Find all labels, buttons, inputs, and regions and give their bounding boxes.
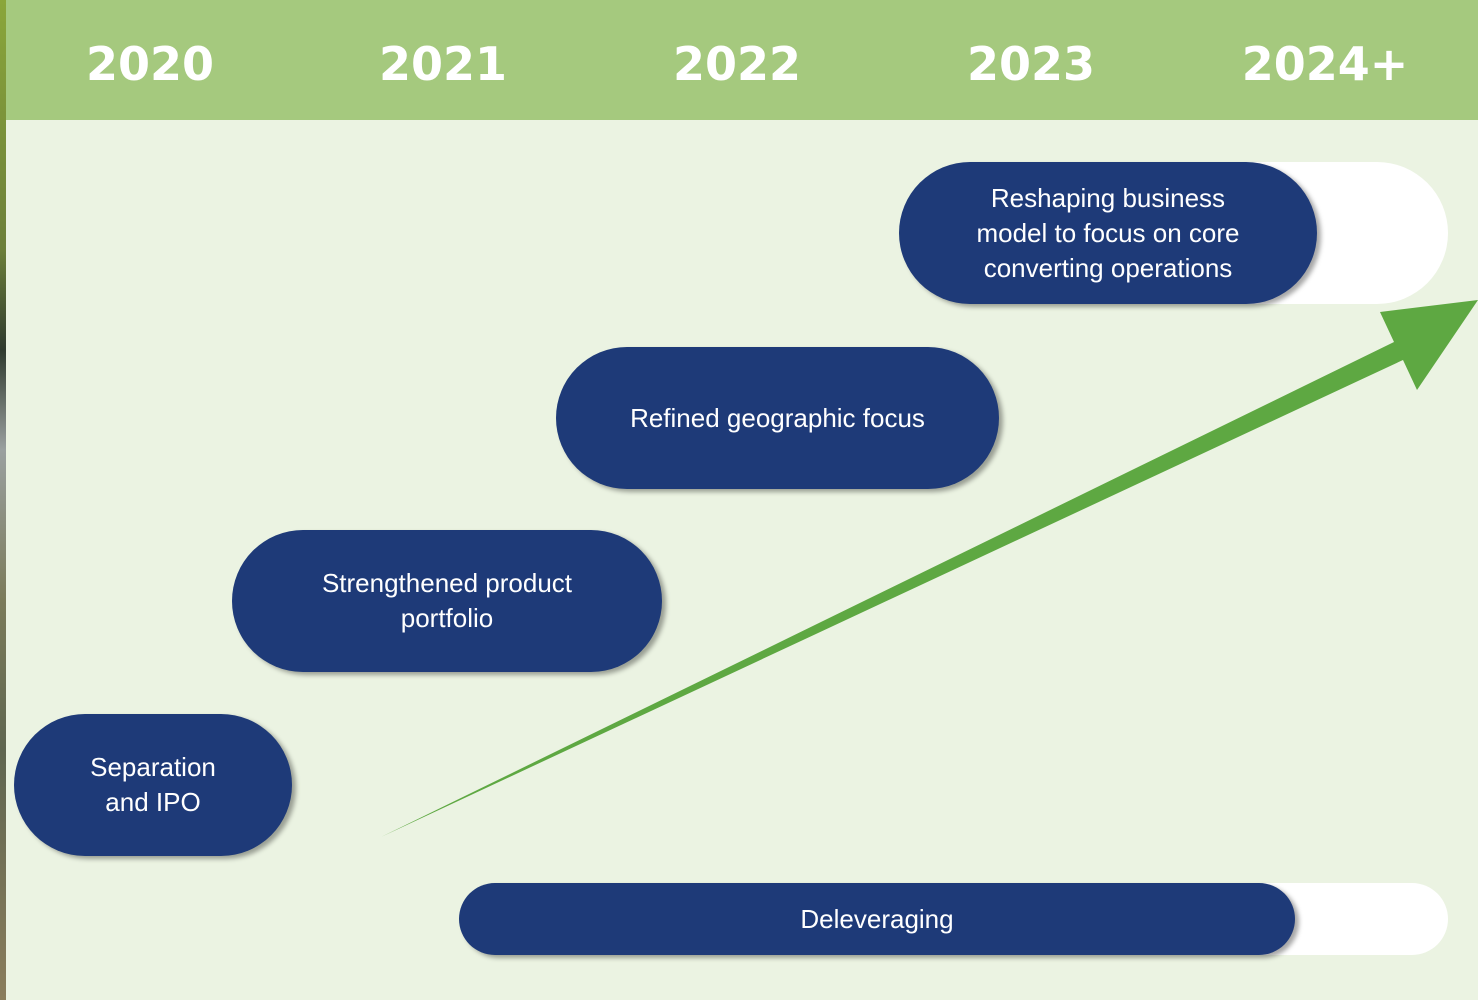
milestone-product-portfolio: Strengthened product portfolio	[232, 530, 662, 672]
milestone-reshaping-label: Reshaping business model to focus on cor…	[976, 182, 1240, 283]
upward-trend-arrow-shape	[381, 300, 1478, 837]
year-2023-label: 2023	[966, 37, 1096, 91]
milestone-reshaping-business-model: Reshaping business model to focus on cor…	[899, 162, 1317, 304]
year-2020-label: 2020	[85, 37, 215, 91]
year-2022-label: 2022	[672, 37, 802, 91]
milestone-separation-label: Separation and IPO	[90, 752, 216, 817]
year-2024-plus-label: 2024+	[1241, 37, 1409, 91]
milestone-geographic-focus: Refined geographic focus	[556, 347, 999, 489]
deleveraging-bar: Deleveraging	[459, 883, 1295, 955]
year-2021-label: 2021	[378, 37, 508, 91]
left-photo-edge	[0, 0, 6, 1000]
milestone-portfolio-label: Strengthened product portfolio	[321, 568, 573, 633]
milestone-separation-ipo: Separation and IPO	[14, 714, 292, 856]
milestone-geographic-label: Refined geographic focus	[630, 402, 925, 433]
year-header-band	[6, 0, 1478, 120]
deleveraging-label: Deleveraging	[800, 903, 954, 934]
